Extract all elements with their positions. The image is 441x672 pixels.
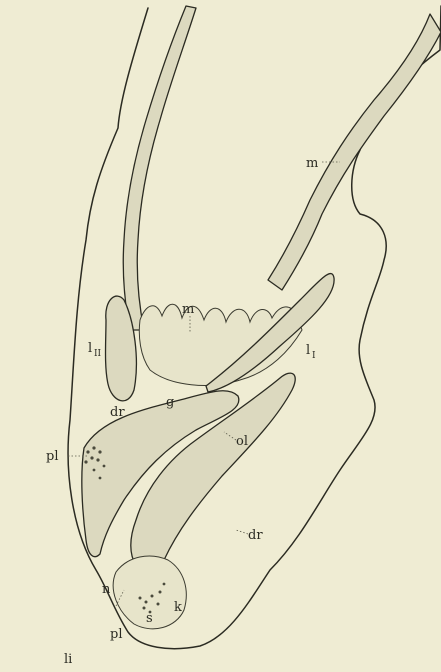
label-g: g [166, 395, 174, 410]
right-tube-m [268, 14, 441, 290]
label-pl-lower: pl [110, 627, 122, 642]
label-l-II-sub: II [94, 349, 102, 359]
label-l-I-sub: I [312, 351, 316, 361]
label-s: s [146, 611, 153, 626]
label-m-top: m [306, 156, 318, 171]
label-dr-left: dr [110, 405, 125, 420]
label-li: li [64, 652, 72, 667]
label-m-mid: m [182, 302, 194, 317]
leader-dr-right [236, 530, 248, 534]
label-dr-right: dr [248, 528, 263, 543]
label-k: k [174, 600, 182, 615]
label-ol: ol [236, 434, 248, 449]
label-pl-upper: pl [46, 449, 58, 464]
label-l-I: l [306, 343, 310, 358]
label-l-II: l [88, 341, 92, 356]
label-n: n [102, 582, 111, 597]
